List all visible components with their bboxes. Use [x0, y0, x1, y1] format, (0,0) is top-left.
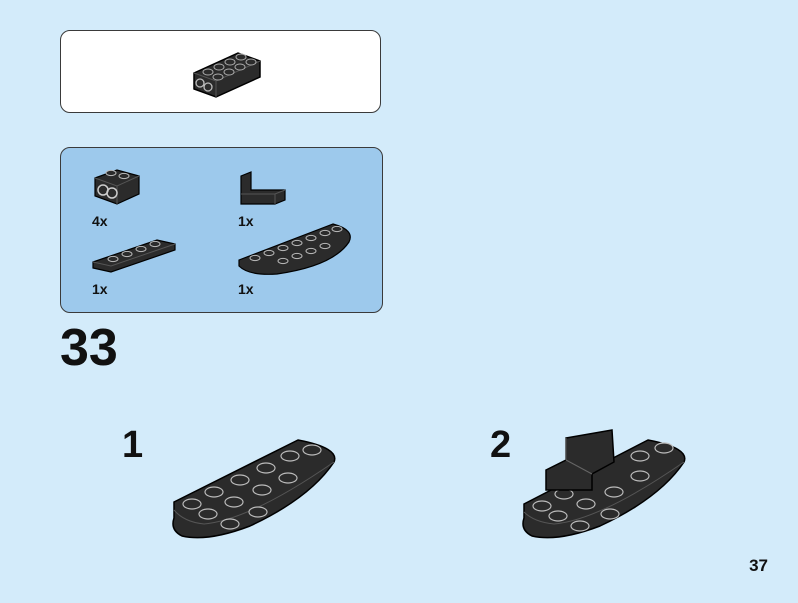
substep-number: 2 [490, 424, 512, 466]
substep-2-model-image [522, 429, 686, 539]
page-number: 37 [749, 556, 768, 575]
subassembly-panel [60, 30, 381, 113]
half-round-plate-image [238, 223, 351, 275]
bracket-image [240, 171, 286, 205]
quantity-label: 1x [238, 213, 254, 229]
substep-number: 1 [122, 424, 144, 466]
plate-1x4-image [92, 239, 176, 273]
quantity-label: 1x [92, 281, 108, 297]
quantity-label: 1x [238, 281, 254, 297]
quantity-label: 4x [92, 213, 108, 229]
parts-list-panel: 4x 1x 1x 1x [60, 147, 383, 313]
subassembly-model-image [193, 52, 261, 98]
step-number: 33 [60, 319, 118, 377]
brick-with-holes-image [94, 169, 140, 205]
substep-1-model-image [172, 439, 336, 539]
